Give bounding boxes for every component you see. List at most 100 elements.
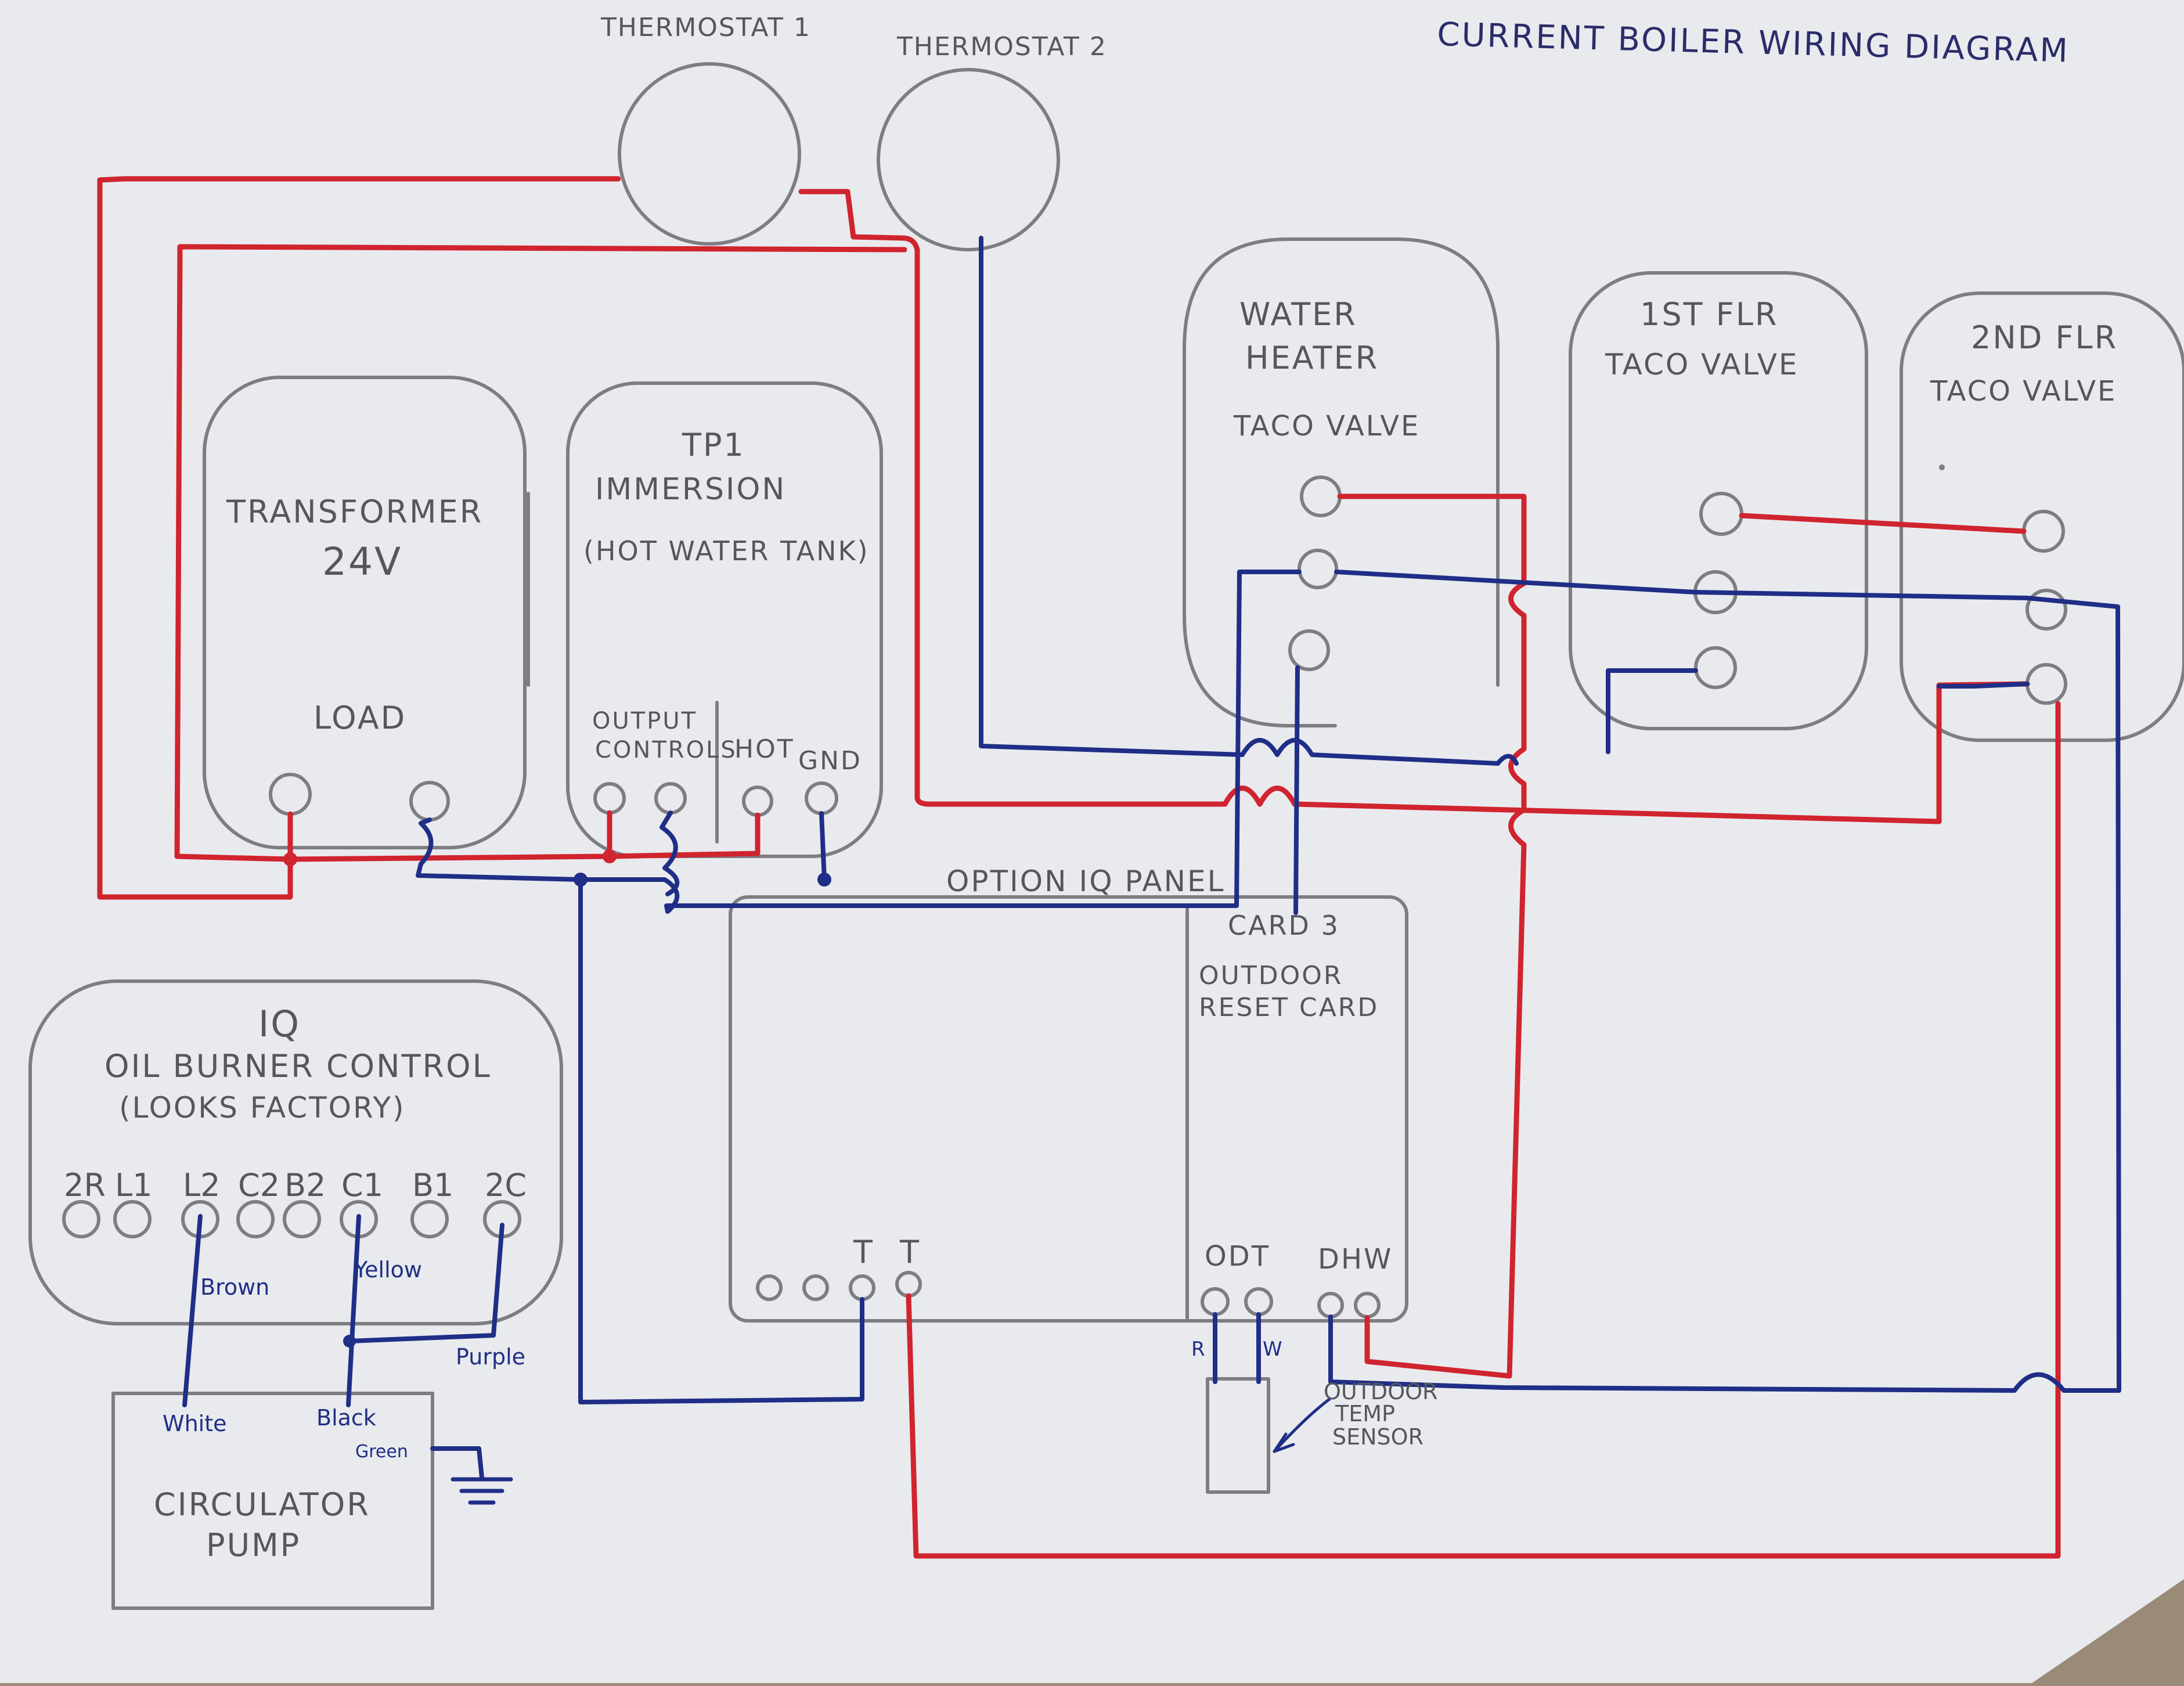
red-wire-immersion-hot: [607, 812, 761, 859]
blue-wire-drop-iq: [578, 877, 864, 1404]
burner-terminal-c2: [236, 1200, 275, 1238]
reset-card-title-2: RESET CARD: [1199, 993, 1379, 1022]
transformer-load-label: LOAD: [313, 700, 406, 736]
immersion-hot-label: HOT: [734, 734, 795, 764]
burner-control-title: OIL BURNER CONTROL: [104, 1048, 492, 1085]
immersion-tp1-label: TP1: [682, 427, 745, 463]
water-heater-title-3: TACO VALVE: [1233, 410, 1420, 442]
first-floor-box: [1569, 271, 1868, 730]
wire-label-white: White: [163, 1411, 227, 1436]
pump-box: [111, 1392, 434, 1610]
sensor-arrow-icon: [1273, 1397, 1331, 1453]
immersion-title: IMMERSION: [595, 472, 786, 507]
wire-label-purple: Purple: [456, 1344, 525, 1370]
pump-title-2: PUMP: [206, 1527, 301, 1563]
reset-card-number: CARD 3: [1228, 910, 1340, 941]
thermostat-1-label: THERMOSTAT 1: [600, 13, 811, 42]
blue-junction-3: [343, 1335, 356, 1348]
water-heater-title-2: HEATER: [1245, 340, 1379, 376]
burner-terminal-b1: [410, 1200, 449, 1238]
burner-control-id: IQ: [258, 1003, 301, 1045]
blue-wire-second-floor-3: [1937, 682, 2030, 689]
blue-wire-floor-common: [1328, 570, 2121, 1393]
transformer-title: TRANSFORMER: [226, 493, 483, 530]
iq-panel-box: [729, 895, 1408, 1323]
iq-terminal-2: [802, 1274, 829, 1301]
sensor-label-3: SENSOR: [1332, 1424, 1423, 1450]
blue-wire-burner-yellow: [346, 1214, 361, 1407]
iq-terminal-1: [756, 1274, 783, 1301]
water-heater-box-bottom: [1183, 614, 1337, 727]
immersion-output-label-2: CONTROLS: [595, 737, 737, 763]
burner-control-note: (LOOKS FACTORY): [119, 1091, 406, 1125]
burner-terminal-label-2c: 2C: [485, 1167, 527, 1204]
sensor-label-1: OUTDOOR: [1324, 1379, 1437, 1404]
second-floor-title-1: 2ND FLR: [1971, 319, 2118, 356]
burner-terminal-circles: [62, 1200, 521, 1238]
red-wire-thermostat1-right: [798, 189, 1228, 807]
transformer-box: [203, 376, 527, 849]
blue-wire-immersion-output2: [659, 810, 680, 896]
iq-panel-label: OPTION IQ PANEL: [946, 864, 1225, 898]
thermostat-2-outline: [877, 68, 1060, 251]
burner-terminal-l1: [113, 1200, 152, 1238]
sensor-label-2: TEMP: [1335, 1401, 1395, 1426]
immersion-subtitle: (HOT WATER TANK): [583, 535, 870, 567]
wire-label-brown: Brown: [200, 1274, 269, 1300]
burner-terminal-b2: [283, 1200, 321, 1238]
blue-wire-thermostat2: [979, 236, 1519, 766]
burner-terminal-2r: [62, 1200, 100, 1238]
red-wire-iq-t2-return: [906, 701, 2061, 1559]
second-floor-terminal-2: [2026, 589, 2067, 631]
reset-card-dhw-label: DHW: [1318, 1243, 1393, 1276]
blue-junction-1: [574, 873, 588, 887]
burner-terminal-label-2r: 2R: [64, 1167, 106, 1204]
sensor-r-label: R: [1191, 1338, 1205, 1361]
blue-wire-burner-purple: [347, 1223, 504, 1343]
water-heater-title-1: WATER: [1239, 296, 1357, 333]
pump-title-1: CIRCULATOR: [154, 1486, 370, 1523]
burner-terminal-label-b2: B2: [284, 1167, 326, 1204]
blue-wire-transformer-panel: [416, 570, 1302, 914]
burner-terminal-label-l1: L1: [115, 1167, 152, 1204]
iq-t-label-1: T: [853, 1234, 873, 1270]
blue-wire-gnd: [819, 811, 827, 882]
red-wire-water-heater-t1: [1337, 493, 1527, 1379]
first-floor-title-1: 1ST FLR: [1640, 296, 1778, 333]
red-wire-floor-link: [1739, 513, 2027, 534]
immersion-output-label-1: OUTPUT: [592, 708, 697, 734]
water-heater-terminal-2: [1298, 549, 1338, 589]
burner-terminal-label-l2: L2: [183, 1167, 220, 1204]
blue-wire-ground: [430, 1446, 484, 1480]
red-wire-top-transformer: [174, 244, 907, 862]
sensor-box: [1206, 1377, 1270, 1494]
thermostat-2-label: THERMOSTAT 2: [896, 32, 1107, 62]
iq-t-label-2: T: [899, 1234, 920, 1270]
immersion-gnd-label: GND: [798, 746, 862, 776]
burner-terminal-label-c1: C1: [341, 1167, 383, 1204]
wire-label-yellow: Yellow: [354, 1257, 422, 1282]
wire-label-green: Green: [355, 1442, 408, 1462]
reset-card-odt-label: ODT: [1205, 1240, 1270, 1273]
blue-wire-first-floor-3: [1606, 668, 1698, 754]
blue-junction-2: [817, 873, 831, 887]
red-junction-2: [603, 849, 617, 863]
second-floor-box: [1900, 291, 2184, 742]
reset-card-title-1: OUTDOOR: [1199, 961, 1343, 990]
second-floor-title-2: TACO VALVE: [1930, 375, 2117, 408]
burner-terminal-label-b1: B1: [412, 1167, 453, 1204]
burner-control-box: [28, 979, 563, 1325]
wire-label-black: Black: [316, 1405, 376, 1431]
first-floor-terminal-3: [1694, 646, 1737, 689]
water-heater-box: [1183, 237, 1500, 687]
red-wire-thermostat1-left: [97, 176, 621, 900]
water-heater-terminal-3: [1288, 629, 1330, 671]
burner-terminal-label-c2: C2: [238, 1167, 280, 1204]
blue-wire-water-heater-3: [1293, 665, 1300, 915]
sensor-w-label: W: [1263, 1338, 1282, 1361]
transformer-voltage: 24V: [322, 539, 402, 584]
